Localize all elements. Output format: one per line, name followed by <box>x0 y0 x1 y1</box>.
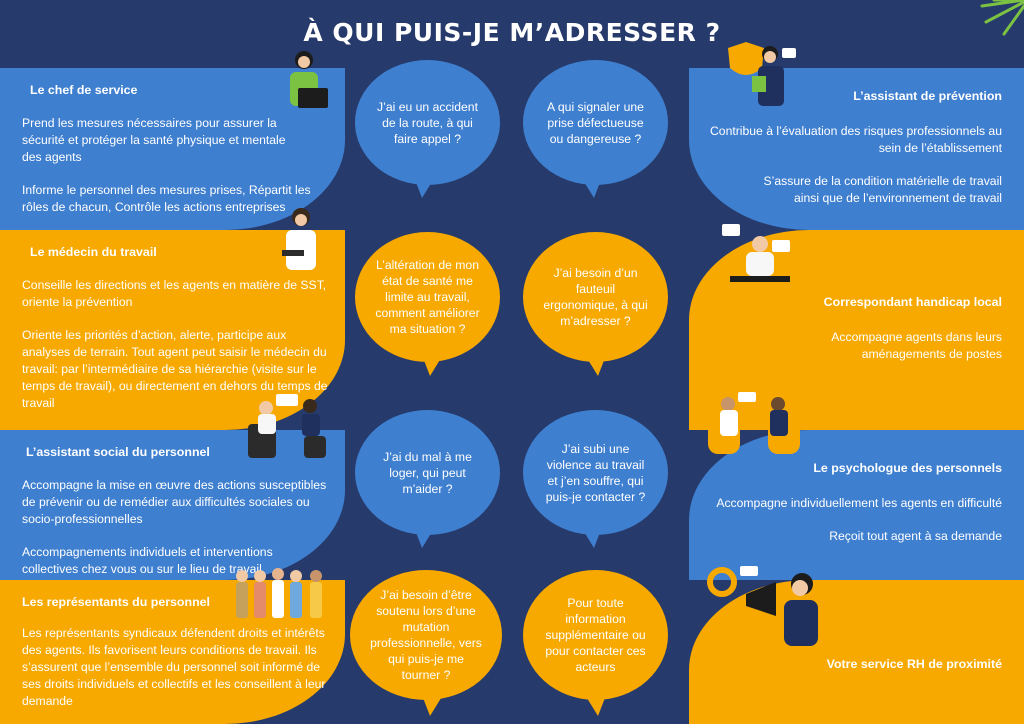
question-bubble: J’ai besoin d’un fauteuil ergonomique, à… <box>523 232 668 362</box>
card-heading: Les représentants du personnel <box>22 595 210 609</box>
card-heading: Le psychologue des personnels <box>813 461 1002 475</box>
card-text: Accompagne individuellement les agents e… <box>716 496 1002 510</box>
therapy-session-icon <box>708 392 800 454</box>
card-heading: Votre service RH de proximité <box>826 657 1002 671</box>
consultation-icon <box>248 394 326 458</box>
card-psychologue: Le psychologue des personnels Accompagne… <box>689 430 1024 580</box>
question-bubble: Pour toute information supplémentaire ou… <box>523 570 668 700</box>
card-text: Prend les mesures nécessaires pour assur… <box>22 116 286 164</box>
card-heading: Correspondant handicap local <box>823 295 1002 309</box>
card-heading: L’assistant social du personnel <box>26 445 210 459</box>
card-chef-de-service: Le chef de service Prend les mesures néc… <box>0 68 345 230</box>
decorative-burst-icon <box>980 0 1024 36</box>
card-correspondant-handicap: Correspondant handicap local Accompagne … <box>689 230 1024 430</box>
card-heading: Le chef de service <box>30 83 138 97</box>
card-text: Informe le personnel des mesures prises,… <box>22 183 311 214</box>
question-bubble: J’ai eu un accident de la route, à qui f… <box>355 60 500 185</box>
card-representants: Les représentants du personnel Les repré… <box>0 580 345 724</box>
card-heading: Le médecin du travail <box>30 245 157 259</box>
card-assistant-prevention: L’assistant de prévention Contribue à l’… <box>689 68 1024 230</box>
card-text: Les représentants syndicaux défendent dr… <box>22 626 326 708</box>
woman-laptop-icon <box>290 51 328 108</box>
question-bubble: J’ai besoin d’être soutenu lors d’une mu… <box>350 570 502 700</box>
group-people-icon <box>236 568 322 618</box>
question-bubble: L’altération de mon état de santé me lim… <box>355 232 500 362</box>
card-text: Conseille les directions et les agents e… <box>22 278 327 309</box>
question-bubble: J’ai du mal à me loger, qui peut m’aider… <box>355 410 500 535</box>
card-heading: L’assistant de prévention <box>853 89 1002 103</box>
page-title: À QUI PUIS-JE M’ADRESSER ? <box>303 18 721 47</box>
question-bubble: A qui signaler une prise défectueuse ou … <box>523 60 668 185</box>
card-assistant-social: L’assistant social du personnel Accompag… <box>0 430 345 580</box>
card-service-rh: Votre service RH de proximité <box>689 580 1024 724</box>
card-text: Accompagnements individuels et intervent… <box>22 545 273 576</box>
security-officer-icon <box>728 42 796 106</box>
card-text: Reçoit tout agent à sa demande <box>829 529 1002 543</box>
card-text: Accompagne agents dans leurs aménagement… <box>831 330 1002 361</box>
doctor-icon <box>282 208 316 270</box>
card-text: S’assure de la condition matérielle de t… <box>763 174 1002 205</box>
question-bubble: J’ai subi une violence au travail et j’e… <box>523 410 668 535</box>
card-text: Contribue à l’évaluation des risques pro… <box>709 124 1002 155</box>
card-text: Accompagne la mise en œuvre des actions … <box>22 478 327 526</box>
megaphone-woman-icon <box>707 566 818 646</box>
card-text: Oriente les priorités d’action, alerte, … <box>22 328 328 410</box>
support-worker-icon <box>722 224 790 282</box>
